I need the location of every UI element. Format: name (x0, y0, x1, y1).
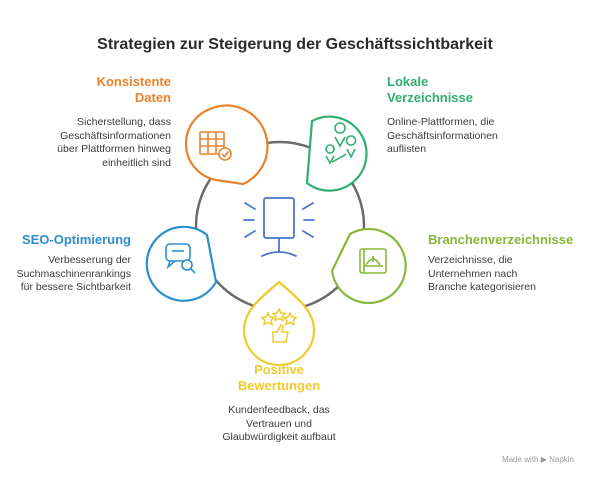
branchenverzeichnisse-description: Verzeichnisse, die Unternehmen nach Bran… (428, 254, 536, 295)
seo-optimierung-title: SEO-Optimierung (21, 232, 131, 247)
desc-line: Unternehmen nach (428, 267, 518, 280)
page-title: Strategien zur Steigerung der Geschäftss… (97, 36, 493, 53)
title-line: Lokale (387, 74, 429, 89)
desc-line: Branche kategorisieren (428, 281, 536, 293)
node-positive-bewertungen (242, 280, 316, 367)
title-line: Positive (254, 362, 304, 377)
desc-line: Geschäftsinformationen (387, 129, 498, 142)
desc-line: Online-Plattformen, die (387, 116, 495, 128)
monitor-icon (243, 197, 315, 257)
spreadsheet-check-icon (199, 131, 232, 161)
desc-line: Kundenfeedback, das (228, 404, 330, 416)
desc-line: Geschäftsinformationen (60, 129, 171, 142)
node-branchenverzeichnisse (330, 227, 407, 305)
desc-line: Sicherstellung, dass (77, 116, 171, 128)
seo-optimierung-description: Verbesserung der Suchmaschinenrankings f… (17, 254, 131, 295)
desc-line: auflisten (387, 143, 427, 155)
napkin-footer[interactable]: Made with ▶ Napkin (502, 455, 574, 464)
desc-line: Suchmaschinenrankings (16, 267, 131, 280)
hardhat-book-icon (359, 248, 387, 274)
chat-search-icon (165, 243, 196, 274)
konsistente-daten-title: Konsistente Daten (97, 74, 171, 106)
title-line: Verzeichnisse (387, 90, 473, 105)
node-konsistente-daten (184, 104, 269, 186)
desc-line: über Plattformen hinweg (57, 143, 171, 155)
node-lokale-verzeichnisse (305, 115, 368, 192)
desc-line: Vertrauen und (246, 417, 312, 430)
positive-bewertungen-title: Positive Bewertungen (180, 362, 378, 394)
map-pins-icon (325, 122, 357, 165)
desc-line: Verbesserung der (48, 254, 131, 266)
positive-bewertungen-description: Kundenfeedback, das Vertrauen und Glaubw… (180, 404, 378, 445)
desc-line: Verzeichnisse, die (428, 254, 513, 266)
lokale-verzeichnisse-title: Lokale Verzeichnisse (387, 74, 473, 106)
title-line: Konsistente (96, 74, 171, 89)
desc-line: für bessere Sichtbarkeit (20, 281, 131, 293)
desc-line: Glaubwürdigkeit aufbaut (222, 431, 336, 443)
title-line: Bewertungen (237, 378, 321, 393)
lokale-verzeichnisse-description: Online-Plattformen, die Geschäftsinforma… (387, 116, 498, 157)
title-line: Daten (134, 90, 171, 105)
desc-line: einheitlich sind (102, 156, 171, 169)
stars-thumbs-up-icon (260, 307, 298, 343)
branchenverzeichnisse-title: Branchenverzeichnisse (428, 232, 574, 247)
node-seo-optimierung (145, 225, 218, 302)
konsistente-daten-description: Sicherstellung, dass Geschäftsinformatio… (57, 116, 171, 170)
